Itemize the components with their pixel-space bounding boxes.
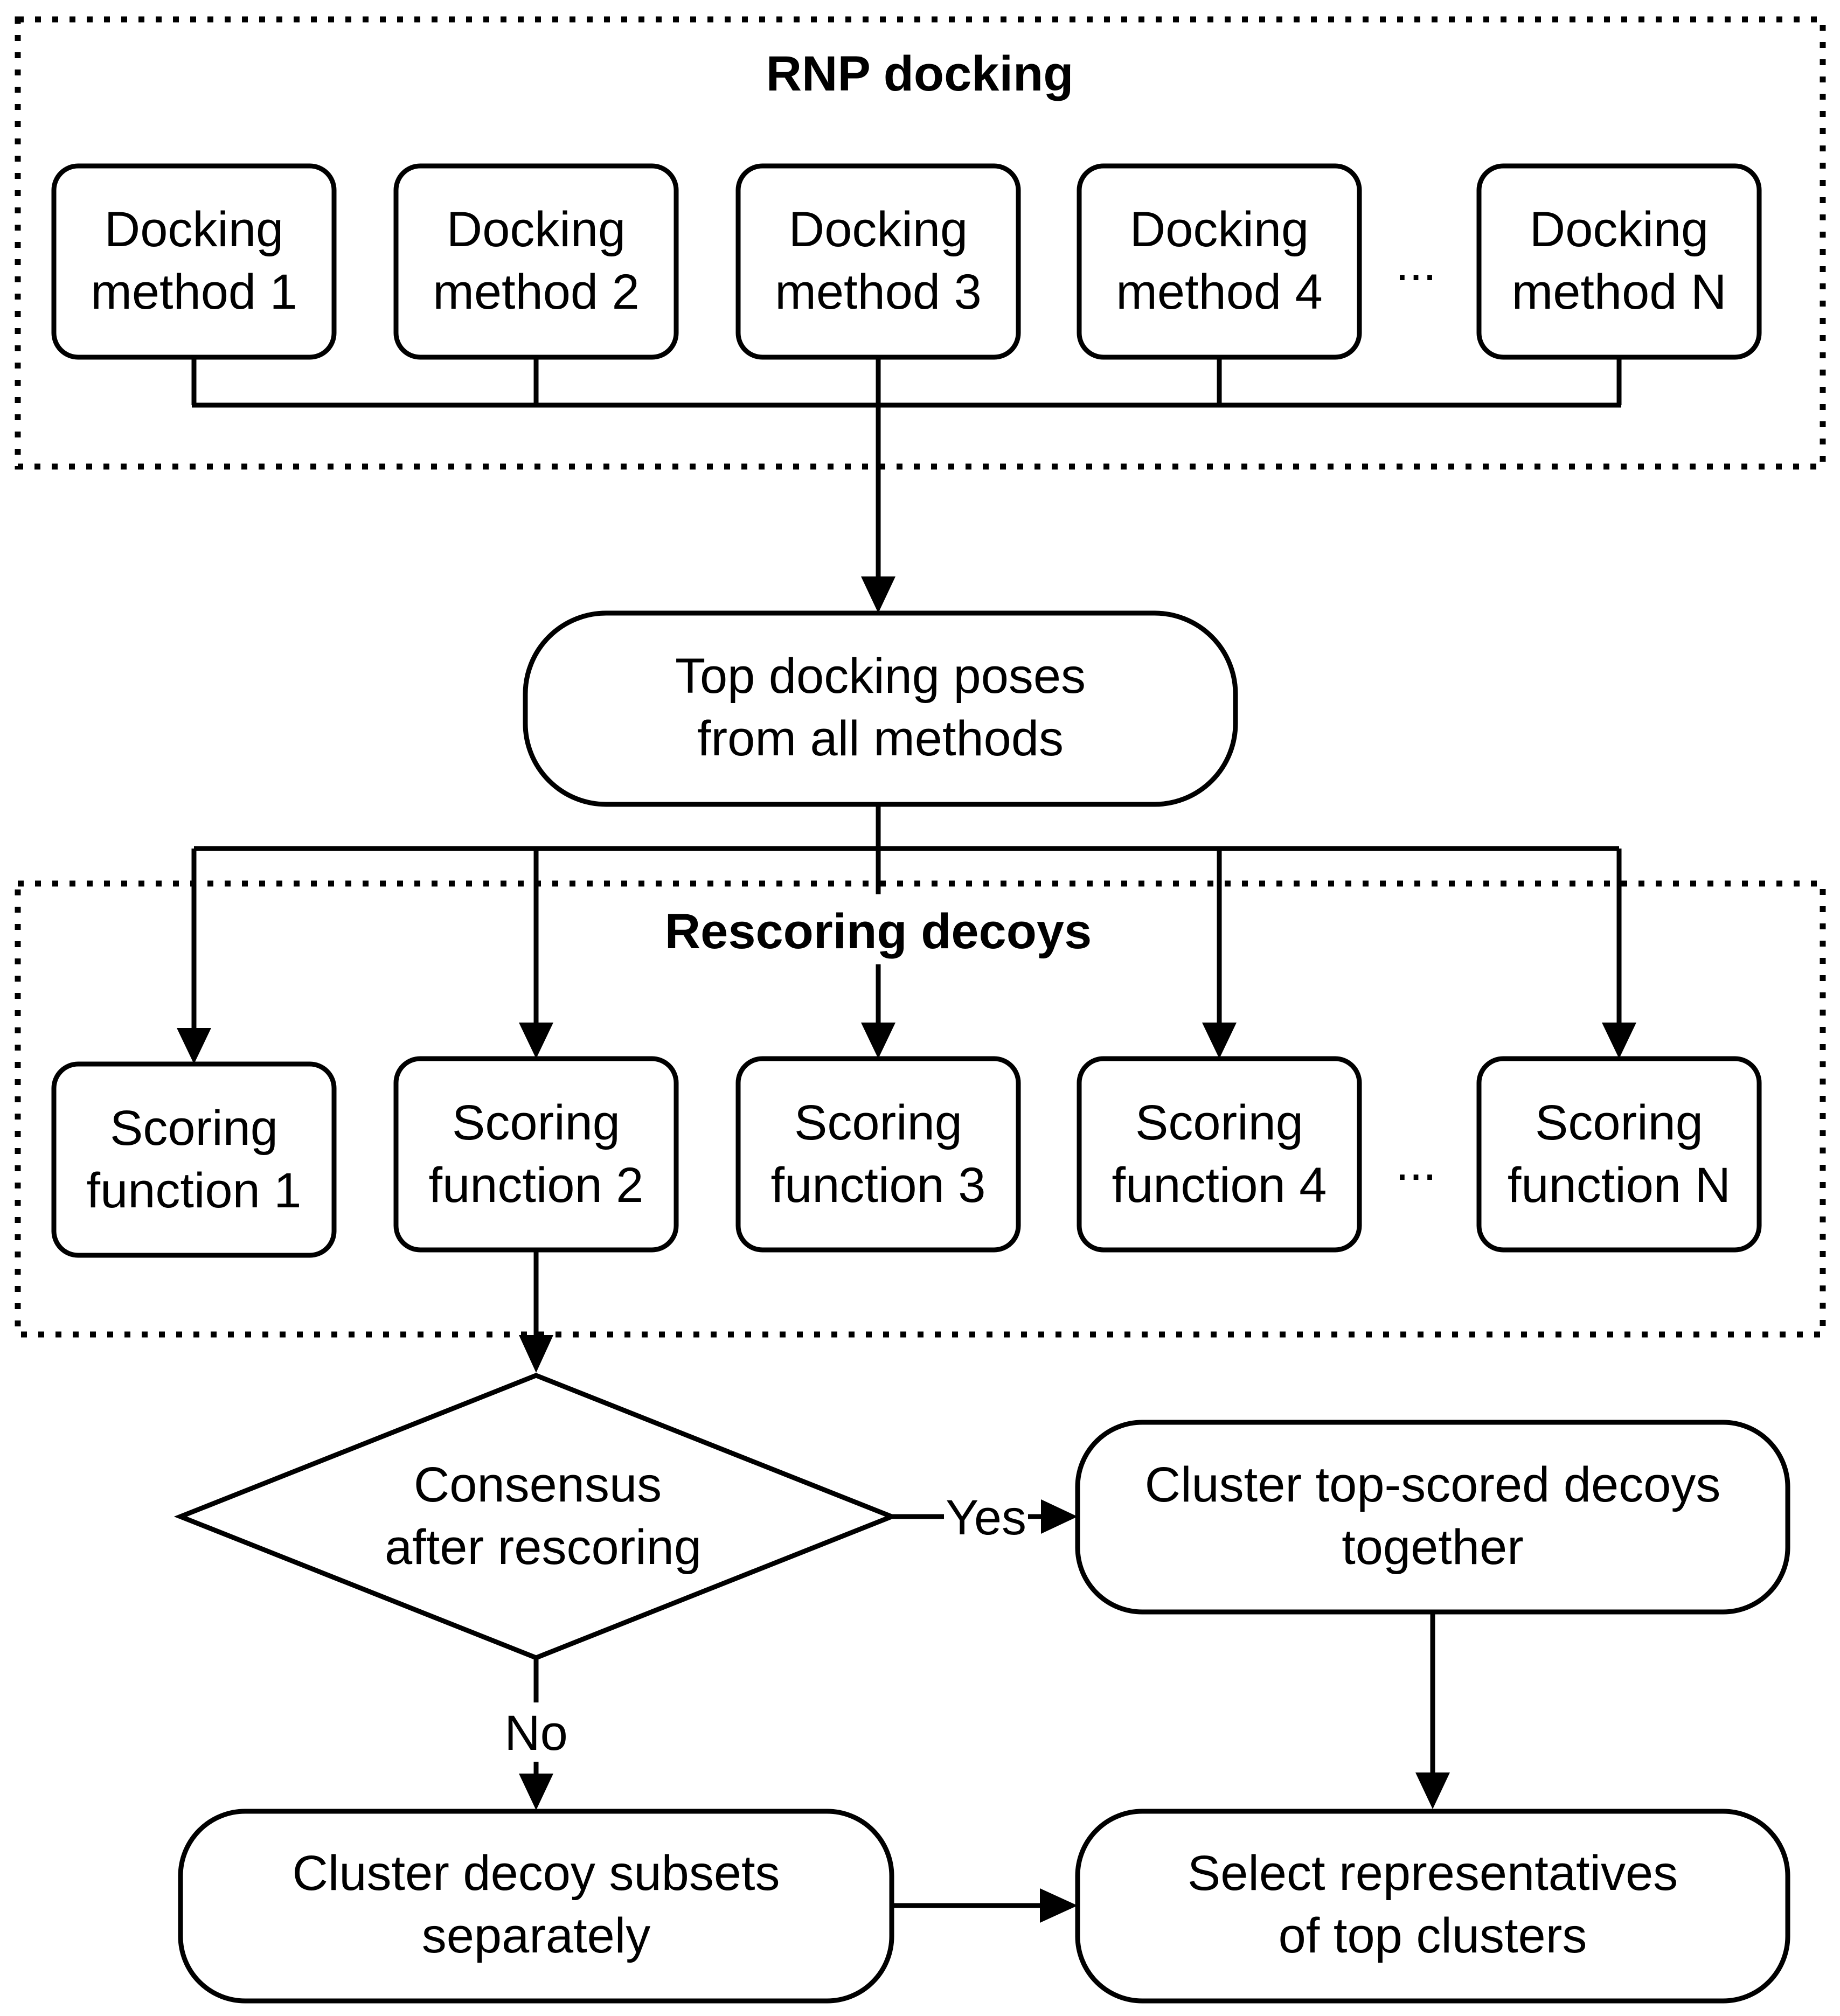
docking-method-box: Docking method N — [1476, 163, 1762, 360]
scoring-function-box: Scoring function 2 — [393, 1056, 679, 1253]
cluster-separately-box: Cluster decoy subsets separately — [178, 1809, 894, 2004]
svg-text:Docking: Docking — [1130, 202, 1309, 257]
top-poses-box: Top docking poses from all methods — [523, 610, 1238, 807]
svg-text:function 4: function 4 — [1112, 1158, 1327, 1213]
arrow-to-top-poses — [861, 405, 895, 613]
svg-text:Scoring: Scoring — [1135, 1095, 1303, 1150]
scoring-function-box: Scoring function 3 — [735, 1056, 1021, 1253]
arrow-separately-to-select — [892, 1888, 1078, 1923]
svg-text:Docking: Docking — [789, 202, 968, 257]
svg-text:Scoring: Scoring — [1535, 1095, 1703, 1150]
yes-branch — [892, 1499, 1078, 1534]
svg-text:after rescoring: after rescoring — [385, 1520, 702, 1575]
scoring-ellipsis: ... — [1395, 1136, 1437, 1191]
consensus-decision: Consensus after rescoring — [173, 1373, 899, 1660]
docking-method-box: Docking method 1 — [51, 163, 337, 360]
scoring-function-box: Scoring function 1 — [51, 1061, 337, 1258]
svg-text:Docking: Docking — [1530, 202, 1709, 257]
svg-text:Top docking poses: Top docking poses — [675, 649, 1086, 704]
svg-text:of top clusters: of top clusters — [1279, 1908, 1587, 1963]
svg-text:from all methods: from all methods — [697, 711, 1064, 766]
svg-text:method 1: method 1 — [91, 265, 297, 319]
svg-text:method 3: method 3 — [775, 265, 982, 319]
docking-method-box: Docking method 2 — [393, 163, 679, 360]
docking-method-box: Docking method 3 — [735, 163, 1021, 360]
svg-text:separately: separately — [422, 1908, 650, 1963]
cluster-together-box: Cluster top-scored decoys together — [1075, 1420, 1790, 1615]
scoring-function-box: Scoring function N — [1476, 1056, 1762, 1253]
no-branch — [519, 1658, 553, 1810]
svg-text:function 1: function 1 — [87, 1163, 302, 1218]
svg-text:Scoring: Scoring — [794, 1095, 962, 1150]
svg-text:Docking: Docking — [105, 202, 283, 257]
no-label: No — [504, 1706, 568, 1761]
rnp-docking-group — [15, 16, 1826, 470]
rescoring-group — [15, 880, 1826, 1338]
arrow-to-decision — [519, 1250, 553, 1373]
svg-text:Cluster decoy subsets: Cluster decoy subsets — [292, 1846, 780, 1901]
yes-label: Yes — [946, 1490, 1026, 1545]
scoring-distributor — [177, 804, 1636, 1064]
svg-text:Cluster top-scored decoys: Cluster top-scored decoys — [1145, 1457, 1721, 1512]
svg-text:function N: function N — [1508, 1158, 1731, 1213]
arrow-to-select — [1415, 1612, 1450, 1809]
svg-text:Select representatives: Select representatives — [1188, 1846, 1678, 1901]
svg-text:Docking: Docking — [447, 202, 626, 257]
svg-text:Consensus: Consensus — [414, 1457, 662, 1512]
svg-text:method 4: method 4 — [1116, 265, 1323, 319]
svg-text:together: together — [1342, 1520, 1524, 1575]
svg-text:function 3: function 3 — [771, 1158, 986, 1213]
docking-collector — [191, 357, 1622, 408]
svg-text:method N: method N — [1512, 265, 1727, 319]
svg-text:method 2: method 2 — [433, 265, 640, 319]
scoring-function-box: Scoring function 4 — [1077, 1056, 1362, 1253]
select-representatives-box: Select representatives of top clusters — [1075, 1809, 1790, 2004]
rnp-docking-title: RNP docking — [766, 46, 1074, 101]
docking-ellipsis: ... — [1395, 236, 1437, 291]
svg-text:Scoring: Scoring — [110, 1101, 278, 1156]
docking-method-box: Docking method 4 — [1077, 163, 1362, 360]
rescoring-title: Rescoring decoys — [665, 904, 1092, 959]
svg-text:Scoring: Scoring — [452, 1095, 620, 1150]
svg-text:function 2: function 2 — [429, 1158, 644, 1213]
